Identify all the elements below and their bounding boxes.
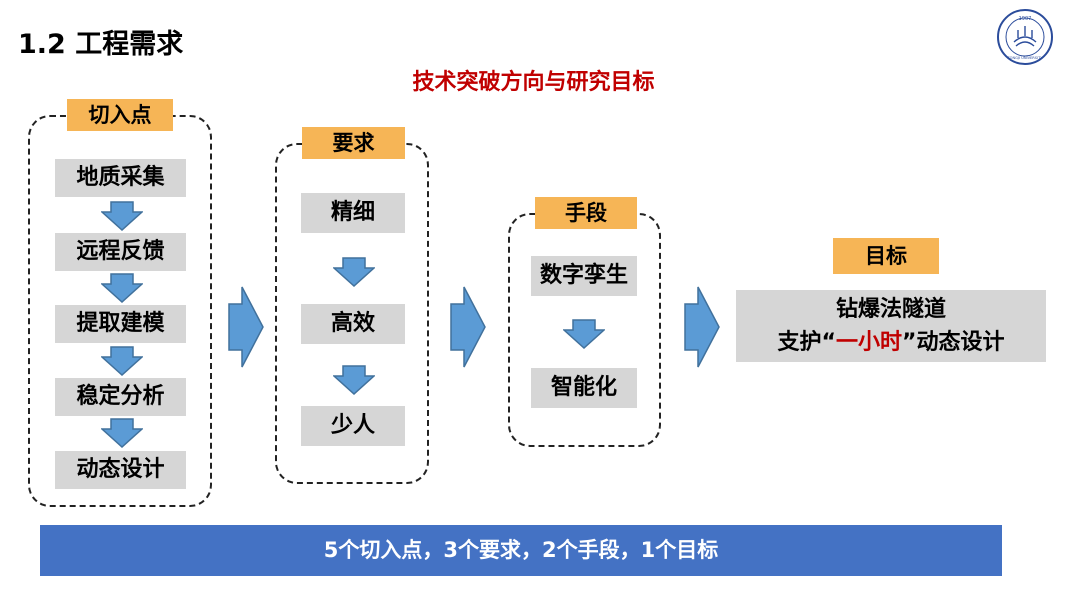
stage-method-label: 手段	[535, 197, 637, 229]
stage-goal-label: 目标	[833, 238, 939, 274]
stage-entry-item-3: 提取建模	[55, 305, 186, 343]
stage-entry-item-5: 动态设计	[55, 451, 186, 489]
logo-year: 1907	[1019, 16, 1032, 22]
stage-entry-item-4: 稳定分析	[55, 378, 186, 416]
goal-box: 钻爆法隧道 支护“一小时”动态设计	[736, 290, 1046, 362]
right-arrow-icon	[228, 286, 264, 368]
diagram-subtitle: 技术突破方向与研究目标	[412, 70, 655, 95]
stage-requirement-item-1: 精细	[301, 193, 405, 233]
university-seal-icon: 1907 TONGJI UNIVERSITY	[997, 9, 1053, 65]
summary-banner: 5个切入点，3个要求，2个手段，1个目标	[40, 525, 1002, 576]
goal-line-1: 钻爆法隧道	[835, 297, 946, 322]
stage-requirement-item-3: 少人	[301, 406, 405, 446]
down-arrow-icon	[101, 346, 143, 376]
down-arrow-icon	[563, 319, 605, 349]
stage-entry-item-1: 地质采集	[55, 159, 186, 197]
goal-close-quote: ”	[902, 330, 917, 355]
goal-highlight: 一小时	[835, 330, 902, 355]
stage-entry-label: 切入点	[67, 99, 173, 131]
down-arrow-icon	[333, 365, 375, 395]
right-arrow-icon	[450, 286, 486, 368]
down-arrow-icon	[101, 418, 143, 448]
down-arrow-icon	[101, 273, 143, 303]
goal-line-2-suffix: 动态设计	[916, 330, 1005, 355]
goal-line-2: 支护“一小时”动态设计	[736, 326, 1046, 359]
down-arrow-icon	[101, 201, 143, 231]
goal-open-quote: “	[821, 330, 836, 355]
stage-requirement-label: 要求	[302, 127, 405, 159]
logo-text: TONGJI UNIVERSITY	[1006, 56, 1043, 60]
stage-requirement-item-2: 高效	[301, 304, 405, 344]
right-arrow-icon	[684, 286, 720, 368]
down-arrow-icon	[333, 257, 375, 287]
stage-method-item-1: 数字孪生	[531, 256, 637, 296]
page-title: 1.2 工程需求	[18, 29, 184, 60]
stage-entry-item-2: 远程反馈	[55, 233, 186, 271]
goal-line-2-prefix: 支护	[777, 330, 822, 355]
stage-method-item-2: 智能化	[531, 368, 637, 408]
